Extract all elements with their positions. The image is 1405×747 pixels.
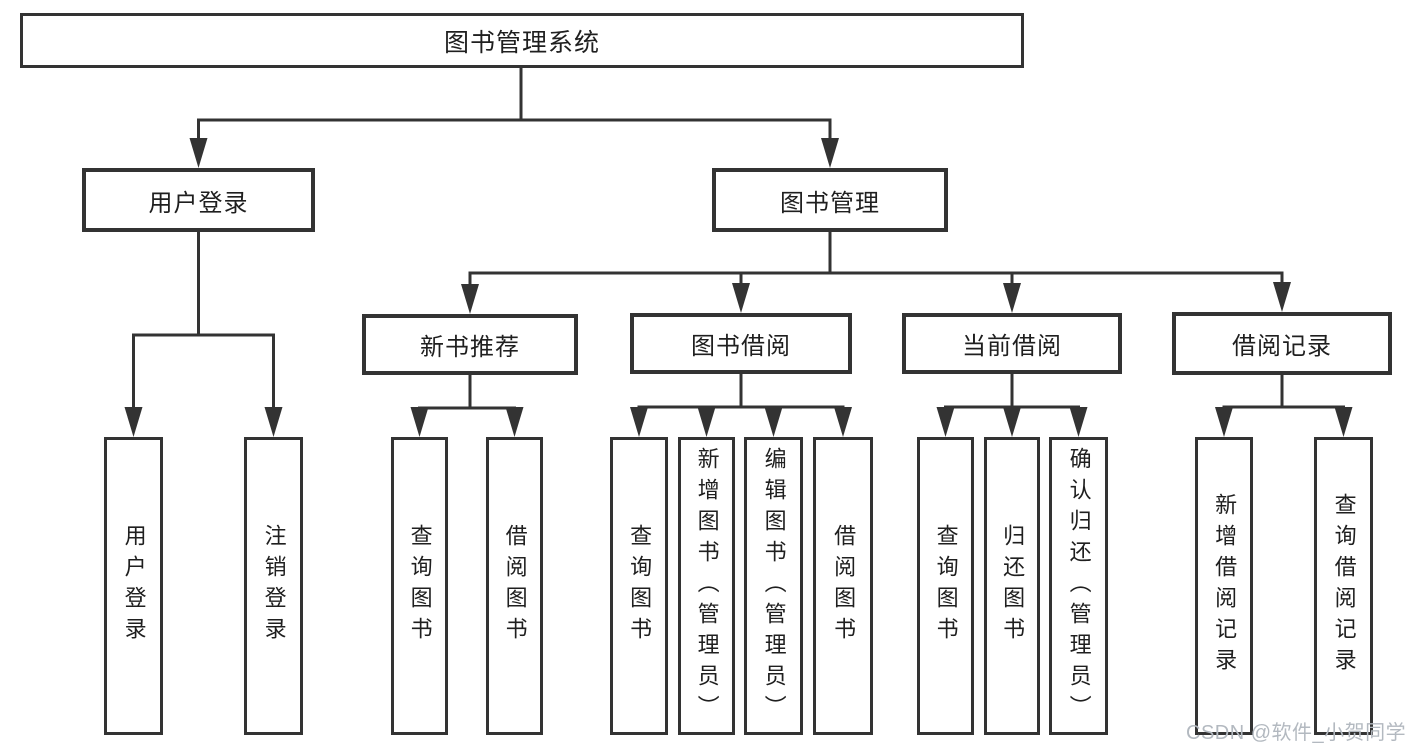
leaf-return-books: 归还图书 [984, 437, 1040, 735]
leaf-query-books-current-label: 查询图书 [933, 524, 959, 648]
node-new-book-recommend: 新书推荐 [362, 314, 578, 375]
node-book-management: 图书管理 [712, 168, 948, 232]
leaf-query-books-borrowing-label: 查询图书 [627, 524, 653, 648]
leaf-query-borrow-record: 查询借阅记录 [1314, 437, 1373, 735]
leaf-query-books-borrowing: 查询图书 [610, 437, 668, 735]
node-book-management-label: 图书管理 [780, 189, 880, 217]
leaf-borrow-books-borrowing-label: 借阅图书 [831, 524, 857, 648]
arrowheads [124, 138, 1353, 437]
node-book-borrowing: 图书借阅 [630, 313, 852, 374]
leaf-user-login-label: 用户登录 [121, 524, 147, 648]
leaf-query-books-recommend: 查询图书 [391, 437, 448, 735]
leaf-add-book-admin-label: 新增图书（管理员） [694, 446, 720, 726]
node-root-label: 图书管理系统 [443, 28, 600, 57]
leaf-confirm-return-admin: 确认归还（管理员） [1049, 437, 1108, 735]
leaf-query-borrow-record-label: 查询借阅记录 [1331, 493, 1357, 679]
node-current-borrowing-label: 当前借阅 [962, 333, 1062, 360]
leaf-user-login: 用户登录 [104, 437, 163, 735]
node-root-library-system: 图书管理系统 [20, 13, 1024, 68]
node-borrowing-records: 借阅记录 [1172, 312, 1392, 375]
node-current-borrowing: 当前借阅 [902, 313, 1122, 374]
node-book-borrowing-label: 图书借阅 [691, 333, 791, 360]
csdn-watermark: CSDN @软件_小贺同学 [1186, 722, 1405, 744]
node-user-login: 用户登录 [82, 168, 315, 232]
node-borrowing-records-label: 借阅记录 [1232, 333, 1332, 360]
leaf-confirm-return-admin-label: 确认归还（管理员） [1066, 446, 1092, 726]
leaf-logout: 注销登录 [244, 437, 303, 735]
leaf-add-borrow-record: 新增借阅记录 [1195, 437, 1253, 735]
leaf-query-books-current: 查询图书 [917, 437, 974, 735]
leaf-borrow-books-recommend: 借阅图书 [486, 437, 543, 735]
leaf-borrow-books-recommend-label: 借阅图书 [502, 524, 528, 648]
leaf-query-books-recommend-label: 查询图书 [407, 524, 433, 648]
node-new-book-recommend-label: 新书推荐 [420, 334, 520, 361]
node-user-login-label: 用户登录 [148, 189, 249, 217]
leaf-logout-label: 注销登录 [261, 524, 287, 648]
leaf-edit-book-admin: 编辑图书（管理员） [744, 437, 803, 735]
leaf-add-borrow-record-label: 新增借阅记录 [1212, 493, 1238, 679]
leaf-edit-book-admin-label: 编辑图书（管理员） [761, 446, 787, 726]
leaf-borrow-books-borrowing: 借阅图书 [813, 437, 873, 735]
leaf-add-book-admin: 新增图书（管理员） [678, 437, 735, 735]
leaf-return-books-label: 归还图书 [1000, 524, 1026, 648]
